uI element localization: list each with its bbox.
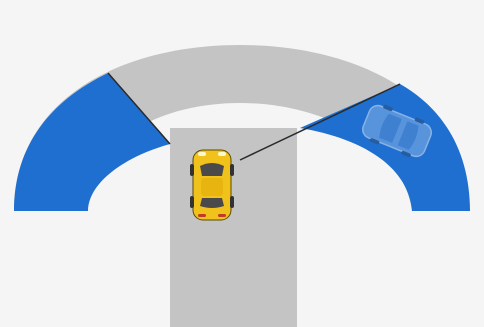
vertical-road: [170, 128, 297, 327]
yellow-car-icon: [190, 150, 234, 220]
